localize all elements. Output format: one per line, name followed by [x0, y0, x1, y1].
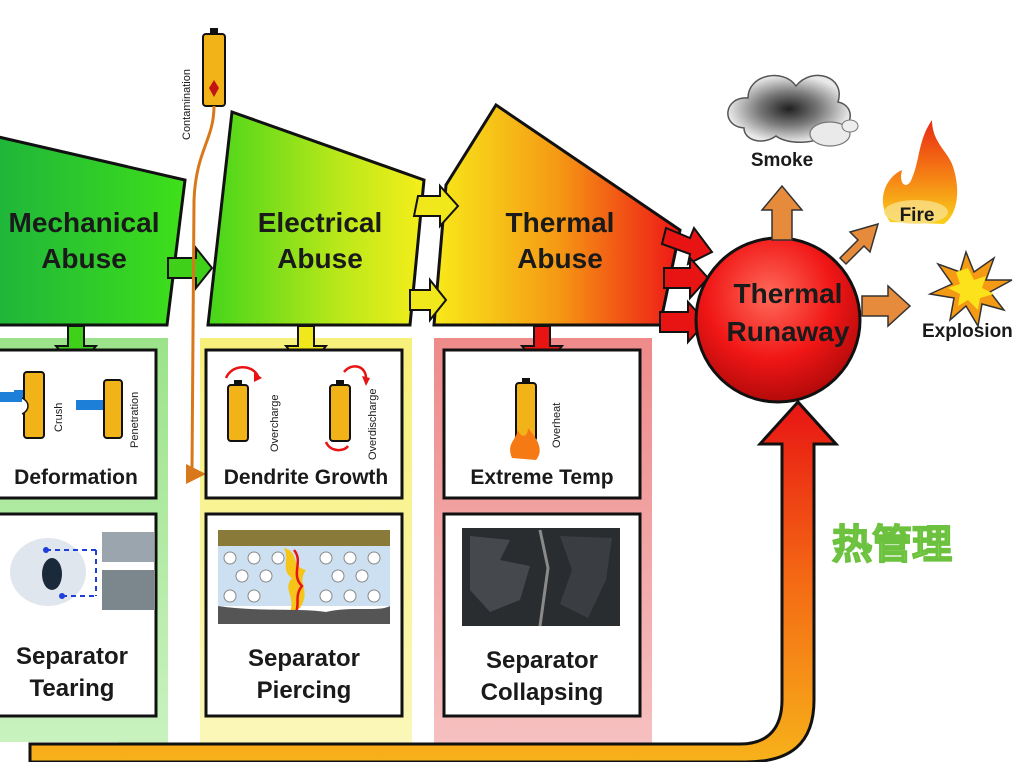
arrow-to-fire: [838, 222, 880, 266]
deformation-box: Crush Penetration Deformation: [0, 348, 158, 500]
mechanical-abuse-title-line1: Mechanical: [9, 207, 160, 238]
separator-tearing-box: Separator Tearing: [0, 512, 158, 718]
thermal-management-label: 热管理: [832, 522, 952, 568]
elec-to-therm-arrow-lower: [409, 277, 448, 323]
extreme-temp-box: Overheat Extreme Temp: [442, 348, 642, 500]
electrical-abuse-title-line2: Abuse: [277, 243, 363, 274]
separator-tearing-line1: Separator: [16, 643, 128, 670]
extreme-temp-title: Extreme Temp: [470, 466, 613, 489]
separator-piercing-box: Separator Piercing: [204, 512, 404, 718]
contamination-arrowhead: [186, 464, 206, 484]
smoke-icon: [727, 74, 859, 147]
smoke-label: Smoke: [751, 150, 813, 171]
overcharge-label: Overcharge: [269, 395, 281, 452]
arrow-to-smoke: [760, 184, 804, 241]
overheat-label: Overheat: [551, 403, 563, 448]
separator-piercing-line2: Piercing: [257, 677, 352, 704]
thermal-runaway-line1: Thermal: [734, 278, 843, 309]
therm-to-runaway-arrow-2: [663, 255, 710, 301]
mechanical-abuse-title-line2: Abuse: [41, 243, 127, 274]
explosion-icon: [927, 249, 1013, 329]
thermal-runaway-line2: Runaway: [727, 316, 850, 347]
feedback-arrow: [28, 399, 840, 762]
separator-collapsing-line1: Separator: [486, 647, 598, 674]
fire-icon: [882, 120, 958, 224]
contamination-path: [190, 105, 216, 471]
thermal-abuse-title-line1: Thermal: [506, 207, 615, 238]
separator-piercing-line1: Separator: [248, 645, 360, 672]
dendrite-growth-box: Overcharge Overdischarge Dendrite Growth: [204, 348, 404, 500]
contamination-battery-icon: [202, 28, 226, 107]
mechanical-abuse-shape: [0, 135, 187, 327]
arrow-to-explosion: [861, 284, 912, 328]
deformation-title: Deformation: [14, 466, 138, 489]
separator-tearing-line2: Tearing: [30, 675, 115, 702]
elec-to-therm-arrow-upper: [412, 183, 460, 229]
penetration-label: Penetration: [129, 392, 141, 448]
separator-collapsing-box: Separator Collapsing: [442, 512, 642, 718]
thermal-abuse-title-line2: Abuse: [517, 243, 603, 274]
crush-label: Crush: [53, 403, 65, 432]
dendrite-growth-title: Dendrite Growth: [224, 466, 389, 489]
electrical-abuse-title-line1: Electrical: [258, 207, 383, 238]
fire-label: Fire: [900, 205, 935, 226]
therm-to-runaway-arrow-1: [660, 225, 714, 266]
overdischarge-label: Overdischarge: [367, 388, 379, 460]
electrical-abuse-shape: [206, 109, 426, 327]
separator-collapsing-line2: Collapsing: [481, 679, 604, 706]
mech-to-elec-arrow: [167, 245, 214, 291]
explosion-label: Explosion: [922, 321, 1013, 342]
contamination-label: Contamination: [181, 69, 193, 140]
